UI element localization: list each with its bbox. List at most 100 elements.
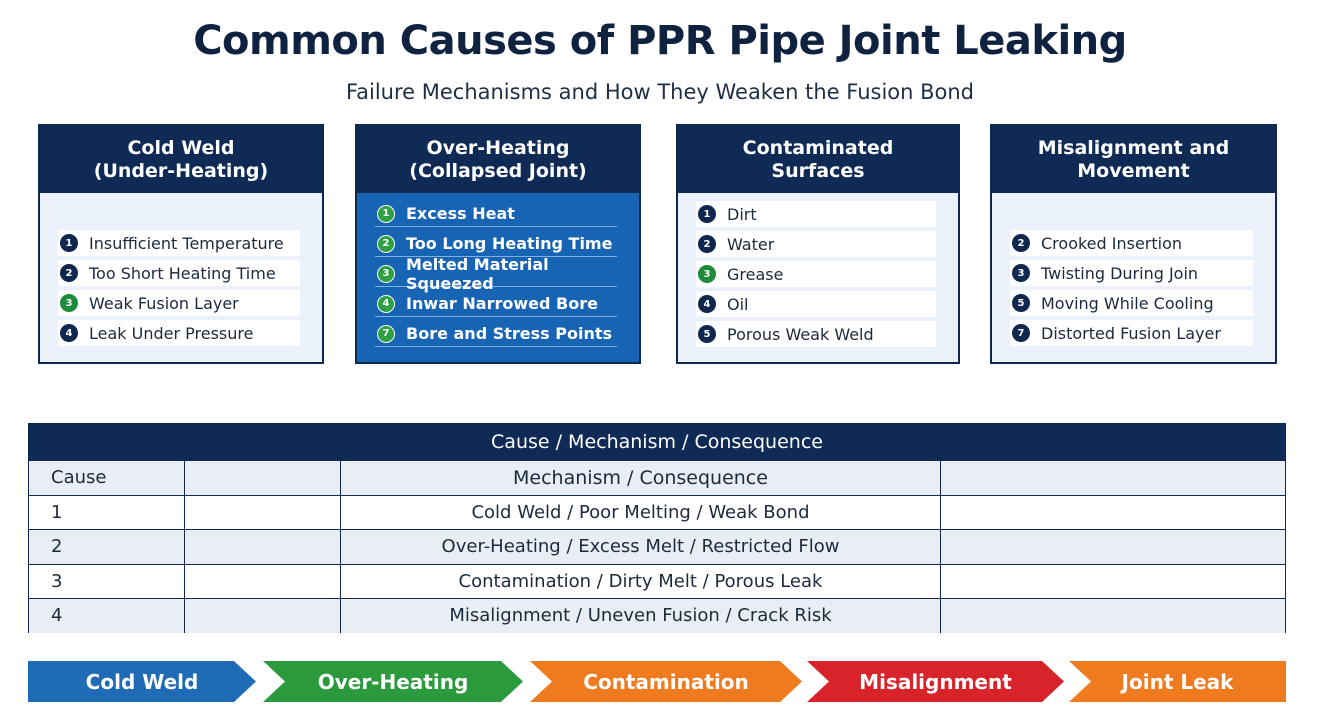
number-badge-icon: 4 <box>377 294 395 313</box>
table-title: Cause / Mechanism / Consequence <box>29 424 1285 460</box>
cause-cell: 1 <box>51 501 63 523</box>
table-cell-empty <box>940 564 1285 598</box>
card-header: Contaminated Surfaces <box>678 126 958 193</box>
table-row: 1 Cold Weld / Poor Melting / Weak Bond <box>29 494 1285 529</box>
list-item-label: Bore and Stress Points <box>406 324 613 343</box>
table-cell-empty <box>940 530 1285 564</box>
cause-cell: 3 <box>51 570 63 592</box>
list-item: 3 Grease <box>696 261 936 287</box>
number-badge-icon: 1 <box>60 234 78 252</box>
list-item: 2 Water <box>696 231 936 257</box>
list-item-label: Inwar Narrowed Bore <box>406 294 598 313</box>
number-badge-icon: 1 <box>377 204 395 223</box>
flow-step-over-heating: Over-Heating <box>263 661 523 702</box>
list-item: 2 Too Long Heating Time <box>375 231 617 257</box>
number-badge-icon: 3 <box>377 264 395 283</box>
flow-step-contamination: Contamination <box>530 661 802 702</box>
number-badge-icon: 2 <box>698 235 716 253</box>
list-item: 1 Dirt <box>696 201 936 227</box>
list-item-label: Dirt <box>727 204 757 224</box>
card-cold-weld: Cold Weld (Under-Heating) 1 Insufficient … <box>38 124 324 364</box>
table-row: 3 Contamination / Dirty Melt / Porous Le… <box>29 563 1285 598</box>
flow-step-cold-weld: Cold Weld <box>28 661 256 702</box>
table-cell-empty <box>940 495 1285 529</box>
cause-mechanism-table: Cause / Mechanism / Consequence Cause Me… <box>28 423 1286 633</box>
table-row: 4 Misalignment / Uneven Fusion / Crack R… <box>29 598 1285 633</box>
flow-step-label: Misalignment <box>859 669 1012 694</box>
number-badge-icon: 3 <box>698 265 716 283</box>
number-badge-icon: 7 <box>1012 324 1030 342</box>
list-item-label: Too Short Heating Time <box>89 263 276 283</box>
list-item-label: Weak Fusion Layer <box>89 293 239 313</box>
list-item-label: Excess Heat <box>406 204 515 223</box>
number-badge-icon: 5 <box>1012 294 1030 312</box>
card-header: Misalignment and Movement <box>992 126 1275 193</box>
process-flow: Cold Weld Over-Heating Contamination Mis… <box>28 661 1286 702</box>
table-cell-empty <box>184 495 340 529</box>
list-item: 2 Crooked Insertion <box>1010 230 1253 256</box>
column-header-cause: Cause <box>51 467 107 489</box>
list-item: 4 Leak Under Pressure <box>58 320 300 346</box>
list-item-label: Melted Material Squeezed <box>406 254 549 293</box>
list-item: 1 Excess Heat <box>375 201 617 227</box>
number-badge-icon: 3 <box>1012 264 1030 282</box>
card-title-line2: Surfaces <box>771 159 865 182</box>
table-cell-empty <box>940 461 1285 495</box>
card-header: Cold Weld (Under-Heating) <box>40 126 322 193</box>
list-item: 4 Oil <box>696 291 936 317</box>
card-contaminated-surfaces: Contaminated Surfaces 1 Dirt 2 Water 3 Grea… <box>676 124 960 364</box>
list-item-label: Crooked Insertion <box>1041 233 1183 253</box>
number-badge-icon: 2 <box>377 234 395 253</box>
card-misalignment-movement: Misalignment and Movement 2 Crooked Inser… <box>990 124 1277 364</box>
cause-list: 2 Crooked Insertion 3 Twisting During Join… <box>1010 230 1253 350</box>
page-subtitle: Failure Mechanisms and How They Weaken t… <box>345 80 975 104</box>
card-title-line2: Movement <box>1077 159 1190 182</box>
flow-step-label: Joint Leak <box>1121 669 1234 694</box>
cause-cell: 2 <box>51 536 63 558</box>
flow-step-label: Contamination <box>583 669 749 694</box>
number-badge-icon: 3 <box>60 294 78 312</box>
flow-step-label: Over-Heating <box>317 669 469 694</box>
card-title-line2: (Under-Heating) <box>93 159 269 182</box>
list-item-label: Oil <box>727 294 749 314</box>
number-badge-icon: 5 <box>698 325 716 343</box>
number-badge-icon: 2 <box>60 264 78 282</box>
table-row: 2 Over-Heating / Excess Melt / Restricte… <box>29 529 1285 564</box>
card-title-line1: Cold Weld <box>127 136 235 159</box>
number-badge-icon: 4 <box>698 295 716 313</box>
list-item: 2 Too Short Heating Time <box>58 260 300 286</box>
list-item: 3 Melted Material Squeezed <box>375 255 617 293</box>
flow-step-label: Cold Weld <box>85 669 199 694</box>
list-item-label: Twisting During Join <box>1041 263 1199 283</box>
number-badge-icon: 4 <box>60 324 78 342</box>
list-item: 3 Twisting During Join <box>1010 260 1253 286</box>
list-item-label: Insufficient Temperature <box>89 233 284 253</box>
card-title-line1: Misalignment and <box>1037 136 1230 159</box>
list-item: 1 Insufficient Temperature <box>58 230 300 256</box>
flow-step-joint-leak: Joint Leak <box>1069 661 1286 702</box>
list-item-label: Water <box>727 234 775 254</box>
number-badge-icon: 1 <box>698 205 716 223</box>
table-cell-empty <box>940 599 1285 633</box>
list-item-label: Grease <box>727 264 784 284</box>
cause-list: 1 Insufficient Temperature 2 Too Short Hea… <box>58 230 300 350</box>
card-title-line2: (Collapsed Joint) <box>409 159 587 182</box>
list-item: 4 Inwar Narrowed Bore <box>375 291 617 317</box>
mechanism-cell: Contamination / Dirty Melt / Porous Leak <box>340 564 940 598</box>
list-item-label: Leak Under Pressure <box>89 323 254 343</box>
cause-list: 1 Excess Heat 2 Too Long Heating Time 3 Mel… <box>375 201 617 351</box>
page-title: Common Causes of PPR Pipe Joint Leaking <box>193 18 1127 64</box>
number-badge-icon: 7 <box>377 324 395 343</box>
list-item-label: Too Long Heating Time <box>406 234 613 253</box>
number-badge-icon: 2 <box>1012 234 1030 252</box>
flow-step-misalignment: Misalignment <box>807 661 1064 702</box>
table-header-row: Cause Mechanism / Consequence <box>29 460 1285 495</box>
table-cell-empty <box>184 530 340 564</box>
list-item: 7 Bore and Stress Points <box>375 321 617 347</box>
mechanism-cell: Misalignment / Uneven Fusion / Crack Ris… <box>340 599 940 633</box>
